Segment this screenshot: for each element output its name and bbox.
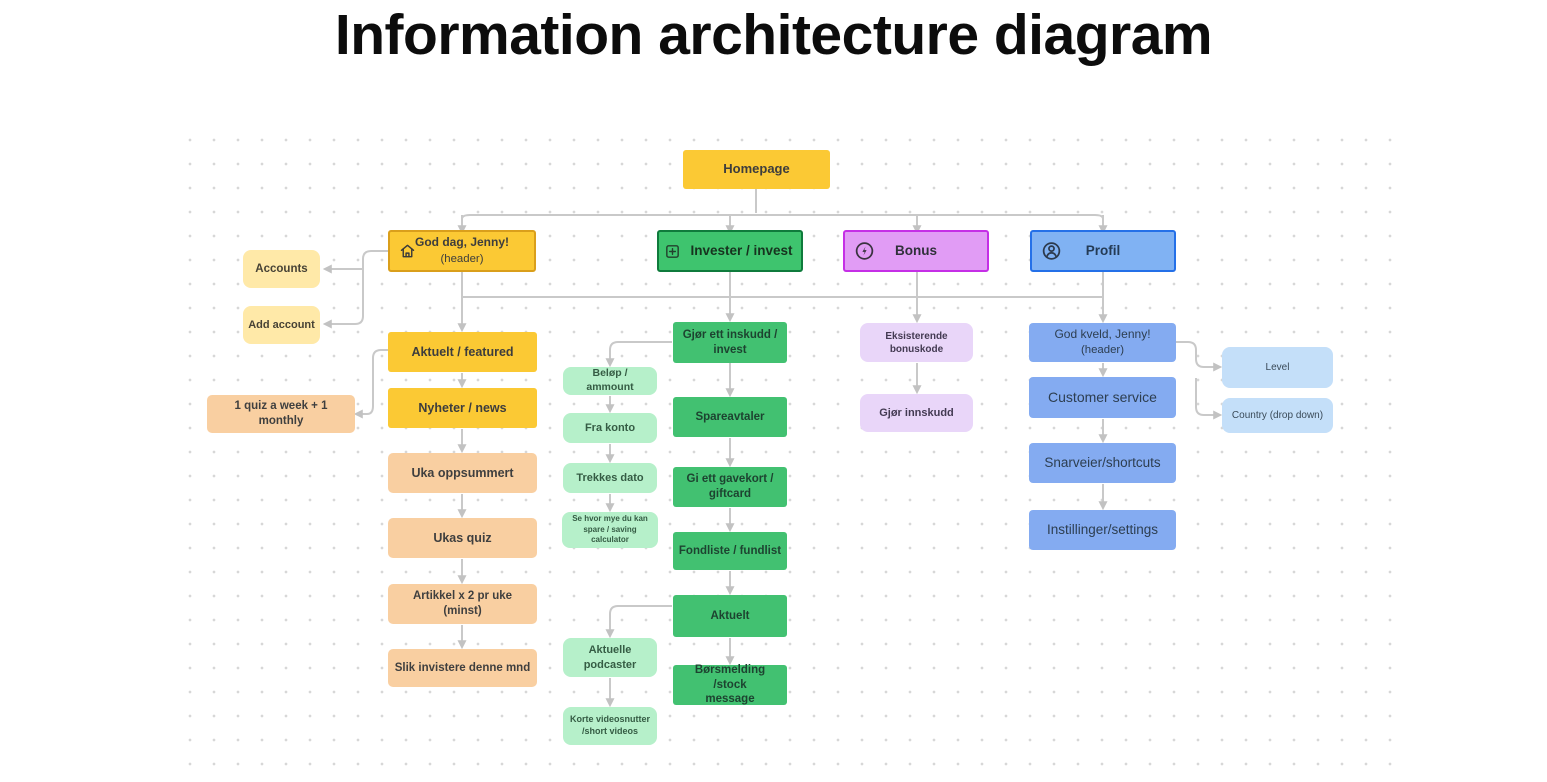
- node-gjor-innskudd-label: Gjør innskudd: [879, 406, 954, 419]
- node-level-label: Level: [1265, 362, 1290, 373]
- node-bonus-label: Bonus: [895, 243, 937, 259]
- node-aktuelt-featured-label: Aktuelt / featured: [411, 344, 514, 359]
- node-eksisterende-bonuskode[interactable]: Eksisterende bonuskode: [860, 323, 973, 362]
- node-add-account[interactable]: Add account: [243, 306, 320, 344]
- node-profil-label: Profil: [1085, 243, 1121, 259]
- bolt-circle-icon: [854, 241, 875, 262]
- node-gjor-ett-inskudd-label: Gjør ett inskudd /invest: [682, 328, 778, 356]
- node-artikkel[interactable]: Artikkel x 2 pr uke (minst): [388, 584, 537, 624]
- node-quiz-week[interactable]: 1 quiz a week + 1 monthly: [207, 395, 355, 433]
- node-slik-invistere[interactable]: Slik invistere denne mnd: [388, 649, 537, 687]
- node-customer-service[interactable]: Customer service: [1029, 377, 1176, 418]
- node-fondliste-label: Fondliste / fundlist: [678, 544, 782, 557]
- node-belop-label: Beløp / ammount: [586, 367, 634, 393]
- node-accounts-label: Accounts: [255, 262, 308, 275]
- node-profil[interactable]: Profil: [1030, 230, 1176, 272]
- node-invester[interactable]: Invester / invest: [657, 230, 803, 272]
- node-spareavtaler[interactable]: Spareavtaler: [673, 397, 787, 437]
- node-spareavtaler-label: Spareavtaler: [695, 410, 765, 423]
- node-fra-konto[interactable]: Fra konto: [563, 413, 657, 443]
- node-header-godkveld-label: God kveld, Jenny!(header): [1054, 326, 1151, 357]
- node-korte-videosnutter-label: Korte videosnutter/short videos: [569, 714, 650, 736]
- node-quiz-week-label: 1 quiz a week + 1 monthly: [234, 400, 328, 427]
- node-header-goddag[interactable]: God dag, Jenny!(header): [388, 230, 536, 272]
- node-header-goddag-sublabel: (header): [440, 252, 484, 265]
- node-ukas-quiz[interactable]: Ukas quiz: [388, 518, 537, 558]
- home-icon: [399, 243, 416, 260]
- node-uka-oppsummert-label: Uka oppsummert: [411, 465, 514, 480]
- node-aktuelt[interactable]: Aktuelt: [673, 595, 787, 637]
- node-gjor-innskudd[interactable]: Gjør innskudd: [860, 394, 973, 432]
- node-level[interactable]: Level: [1222, 347, 1333, 388]
- node-fondliste[interactable]: Fondliste / fundlist: [673, 532, 787, 570]
- node-add-account-label: Add account: [248, 318, 315, 331]
- plus-square-icon: [664, 243, 681, 260]
- node-header-goddag-label: God dag, Jenny!(header): [414, 235, 509, 265]
- node-gavekort-label: Gi ett gavekort /giftcard: [686, 473, 774, 500]
- node-trekkes-dato-label: Trekkes dato: [576, 471, 644, 484]
- node-snarveier-label: Snarveier/shortcuts: [1044, 455, 1161, 471]
- node-country[interactable]: Country (drop down): [1222, 398, 1333, 433]
- node-gjor-ett-inskudd[interactable]: Gjør ett inskudd /invest: [673, 322, 787, 363]
- node-eksisterende-bonuskode-label: Eksisterende bonuskode: [885, 330, 948, 355]
- node-gavekort[interactable]: Gi ett gavekort /giftcard: [673, 467, 787, 507]
- node-accounts[interactable]: Accounts: [243, 250, 320, 288]
- node-artikkel-label: Artikkel x 2 pr uke (minst): [412, 590, 513, 617]
- node-ukas-quiz-label: Ukas quiz: [433, 530, 492, 545]
- node-bonus[interactable]: Bonus: [843, 230, 989, 272]
- node-header-godkveld-sublabel: (header): [1080, 344, 1125, 357]
- node-aktuelt-label: Aktuelt: [710, 609, 750, 622]
- node-homepage[interactable]: Homepage: [683, 150, 830, 189]
- node-invester-label: Invester / invest: [690, 243, 793, 259]
- node-homepage-label: Homepage: [723, 161, 790, 177]
- node-country-label: Country (drop down): [1231, 410, 1324, 421]
- node-nyheter-news-label: Nyheter / news: [418, 400, 507, 415]
- person-circle-icon: [1041, 241, 1062, 262]
- node-nyheter-news[interactable]: Nyheter / news: [388, 388, 537, 428]
- node-aktuelt-featured[interactable]: Aktuelt / featured: [388, 332, 537, 372]
- node-header-godkveld[interactable]: God kveld, Jenny!(header): [1029, 323, 1176, 362]
- node-korte-videosnutter[interactable]: Korte videosnutter/short videos: [563, 707, 657, 745]
- node-trekkes-dato[interactable]: Trekkes dato: [563, 463, 657, 493]
- node-slik-invistere-label: Slik invistere denne mnd: [394, 661, 531, 674]
- node-uka-oppsummert[interactable]: Uka oppsummert: [388, 453, 537, 493]
- node-instillinger[interactable]: Instillinger/settings: [1029, 510, 1176, 550]
- node-instillinger-label: Instillinger/settings: [1046, 522, 1159, 538]
- node-belop[interactable]: Beløp / ammount: [563, 367, 657, 395]
- node-snarveier[interactable]: Snarveier/shortcuts: [1029, 443, 1176, 483]
- node-customer-service-label: Customer service: [1048, 389, 1157, 406]
- page-title: Information architecture diagram: [334, 3, 1213, 67]
- node-fra-konto-label: Fra konto: [584, 421, 636, 434]
